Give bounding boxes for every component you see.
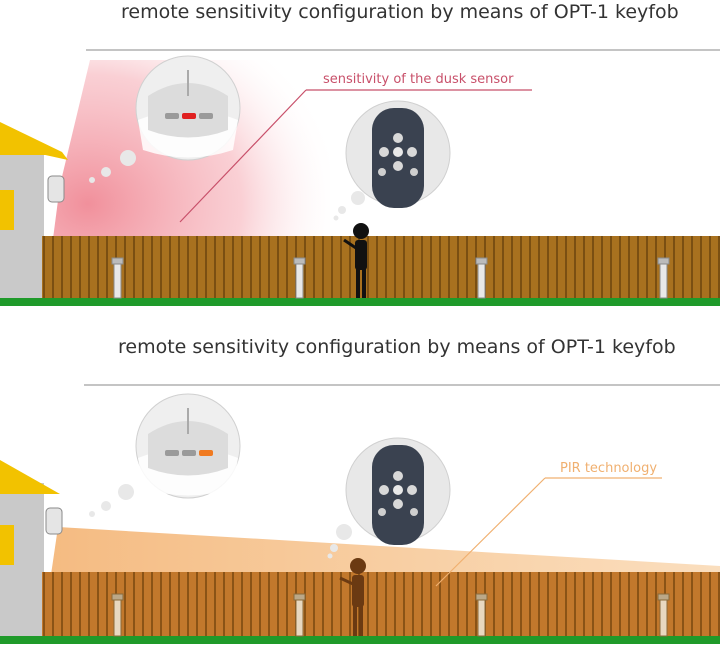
person (343, 223, 369, 298)
panel-dusk-sensor: remote sensitivity configuration by mean… (0, 1, 720, 306)
fence-2 (42, 572, 720, 636)
callout-dusk-sensor: sensitivity of the dusk sensor (323, 72, 514, 87)
garden-lamps-2 (111, 593, 670, 637)
keyfob (372, 108, 424, 208)
sensor-device-2 (45, 507, 63, 535)
indicator-led-orange (199, 450, 213, 456)
keyfob-bubble (333, 100, 451, 221)
sensor-detail-bubble (89, 55, 241, 183)
garden-lamps (111, 257, 670, 299)
keyfob-button-center (393, 147, 403, 157)
house (0, 122, 68, 300)
keyfob-bubble-2 (327, 437, 451, 559)
panel-2-title: remote sensitivity configuration by mean… (118, 336, 676, 358)
callout-line-2 (435, 477, 546, 587)
house-2 (0, 460, 63, 636)
indicator-led-red (182, 113, 196, 119)
person-2 (339, 558, 366, 636)
grass-2 (0, 636, 720, 644)
sensor-device (47, 175, 65, 203)
grass (0, 298, 720, 306)
panel-pir: remote sensitivity configuration by mean… (0, 336, 720, 644)
callout-pir: PIR technology (560, 461, 657, 476)
callout-line (179, 89, 307, 223)
sensor-detail-bubble-2 (89, 393, 241, 517)
fence (42, 236, 720, 298)
panel-1-title: remote sensitivity configuration by mean… (121, 1, 679, 23)
